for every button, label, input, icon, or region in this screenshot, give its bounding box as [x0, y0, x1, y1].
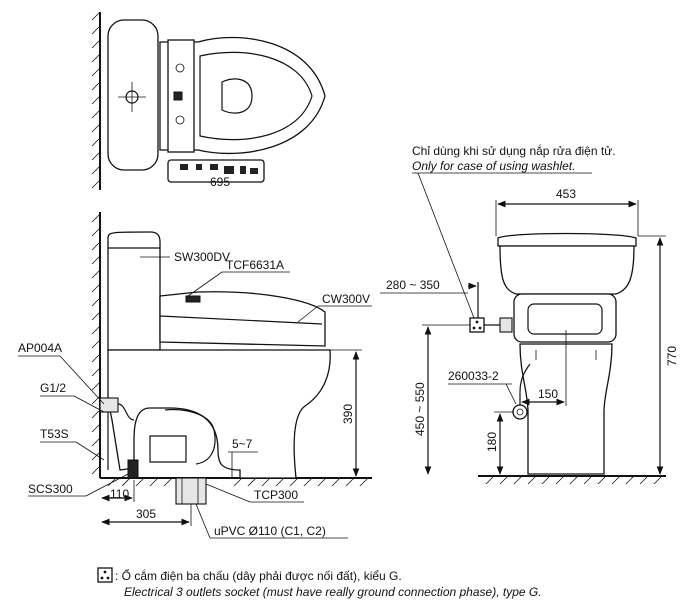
socket-icon: [469, 317, 485, 333]
dim-305: 305: [136, 507, 156, 521]
top-width-dim: 695: [210, 175, 230, 189]
dim-390: 390: [341, 404, 355, 424]
label-pvc-pipe: uPVC Ø110 (C1, C2): [214, 524, 326, 538]
side-view: SW300DV TCF6631A CW300V AP004A G1/2 T53S…: [18, 212, 372, 539]
dim-180: 180: [485, 432, 499, 452]
label-t53s: T53S: [40, 427, 69, 441]
dim-5-7: 5~7: [232, 437, 253, 451]
washlet-note-vi: Chỉ dùng khi sử dụng nắp rửa điện tử.: [412, 143, 616, 158]
label-g12: G1/2: [40, 381, 66, 395]
dim-453: 453: [556, 187, 576, 201]
legend: : Ổ cắm điện ba chấu (dây phải được nối …: [97, 567, 542, 599]
label-sw300dv: SW300DV: [174, 250, 230, 264]
dim-110: 110: [110, 487, 129, 501]
label-260033-2: 260033-2: [448, 369, 499, 383]
dim-150: 150: [538, 387, 558, 401]
socket-symbol-icon: [97, 567, 113, 583]
label-ap004a: AP004A: [18, 341, 62, 355]
label-cw300v: CW300V: [322, 292, 370, 306]
dim-450-550: 450 ~ 550: [413, 382, 427, 436]
washlet-note-en: Only for case of using washlet.: [412, 159, 575, 173]
label-scs300: SCS300: [28, 482, 73, 496]
legend-text-en: Electrical 3 outlets socket (must have r…: [124, 585, 542, 599]
dim-770: 770: [665, 346, 679, 366]
top-view: 695: [91, 11, 326, 190]
legend-text-vi: : Ổ cắm điện ba chấu (dây phải được nối …: [115, 568, 402, 583]
label-tcf6631a: TCF6631A: [226, 258, 284, 272]
dim-280-350: 280 ~ 350: [386, 278, 440, 292]
front-view: Chỉ dùng khi sử dụng nắp rửa điện tử. On…: [380, 143, 679, 485]
label-tcp300: TCP300: [254, 488, 298, 502]
